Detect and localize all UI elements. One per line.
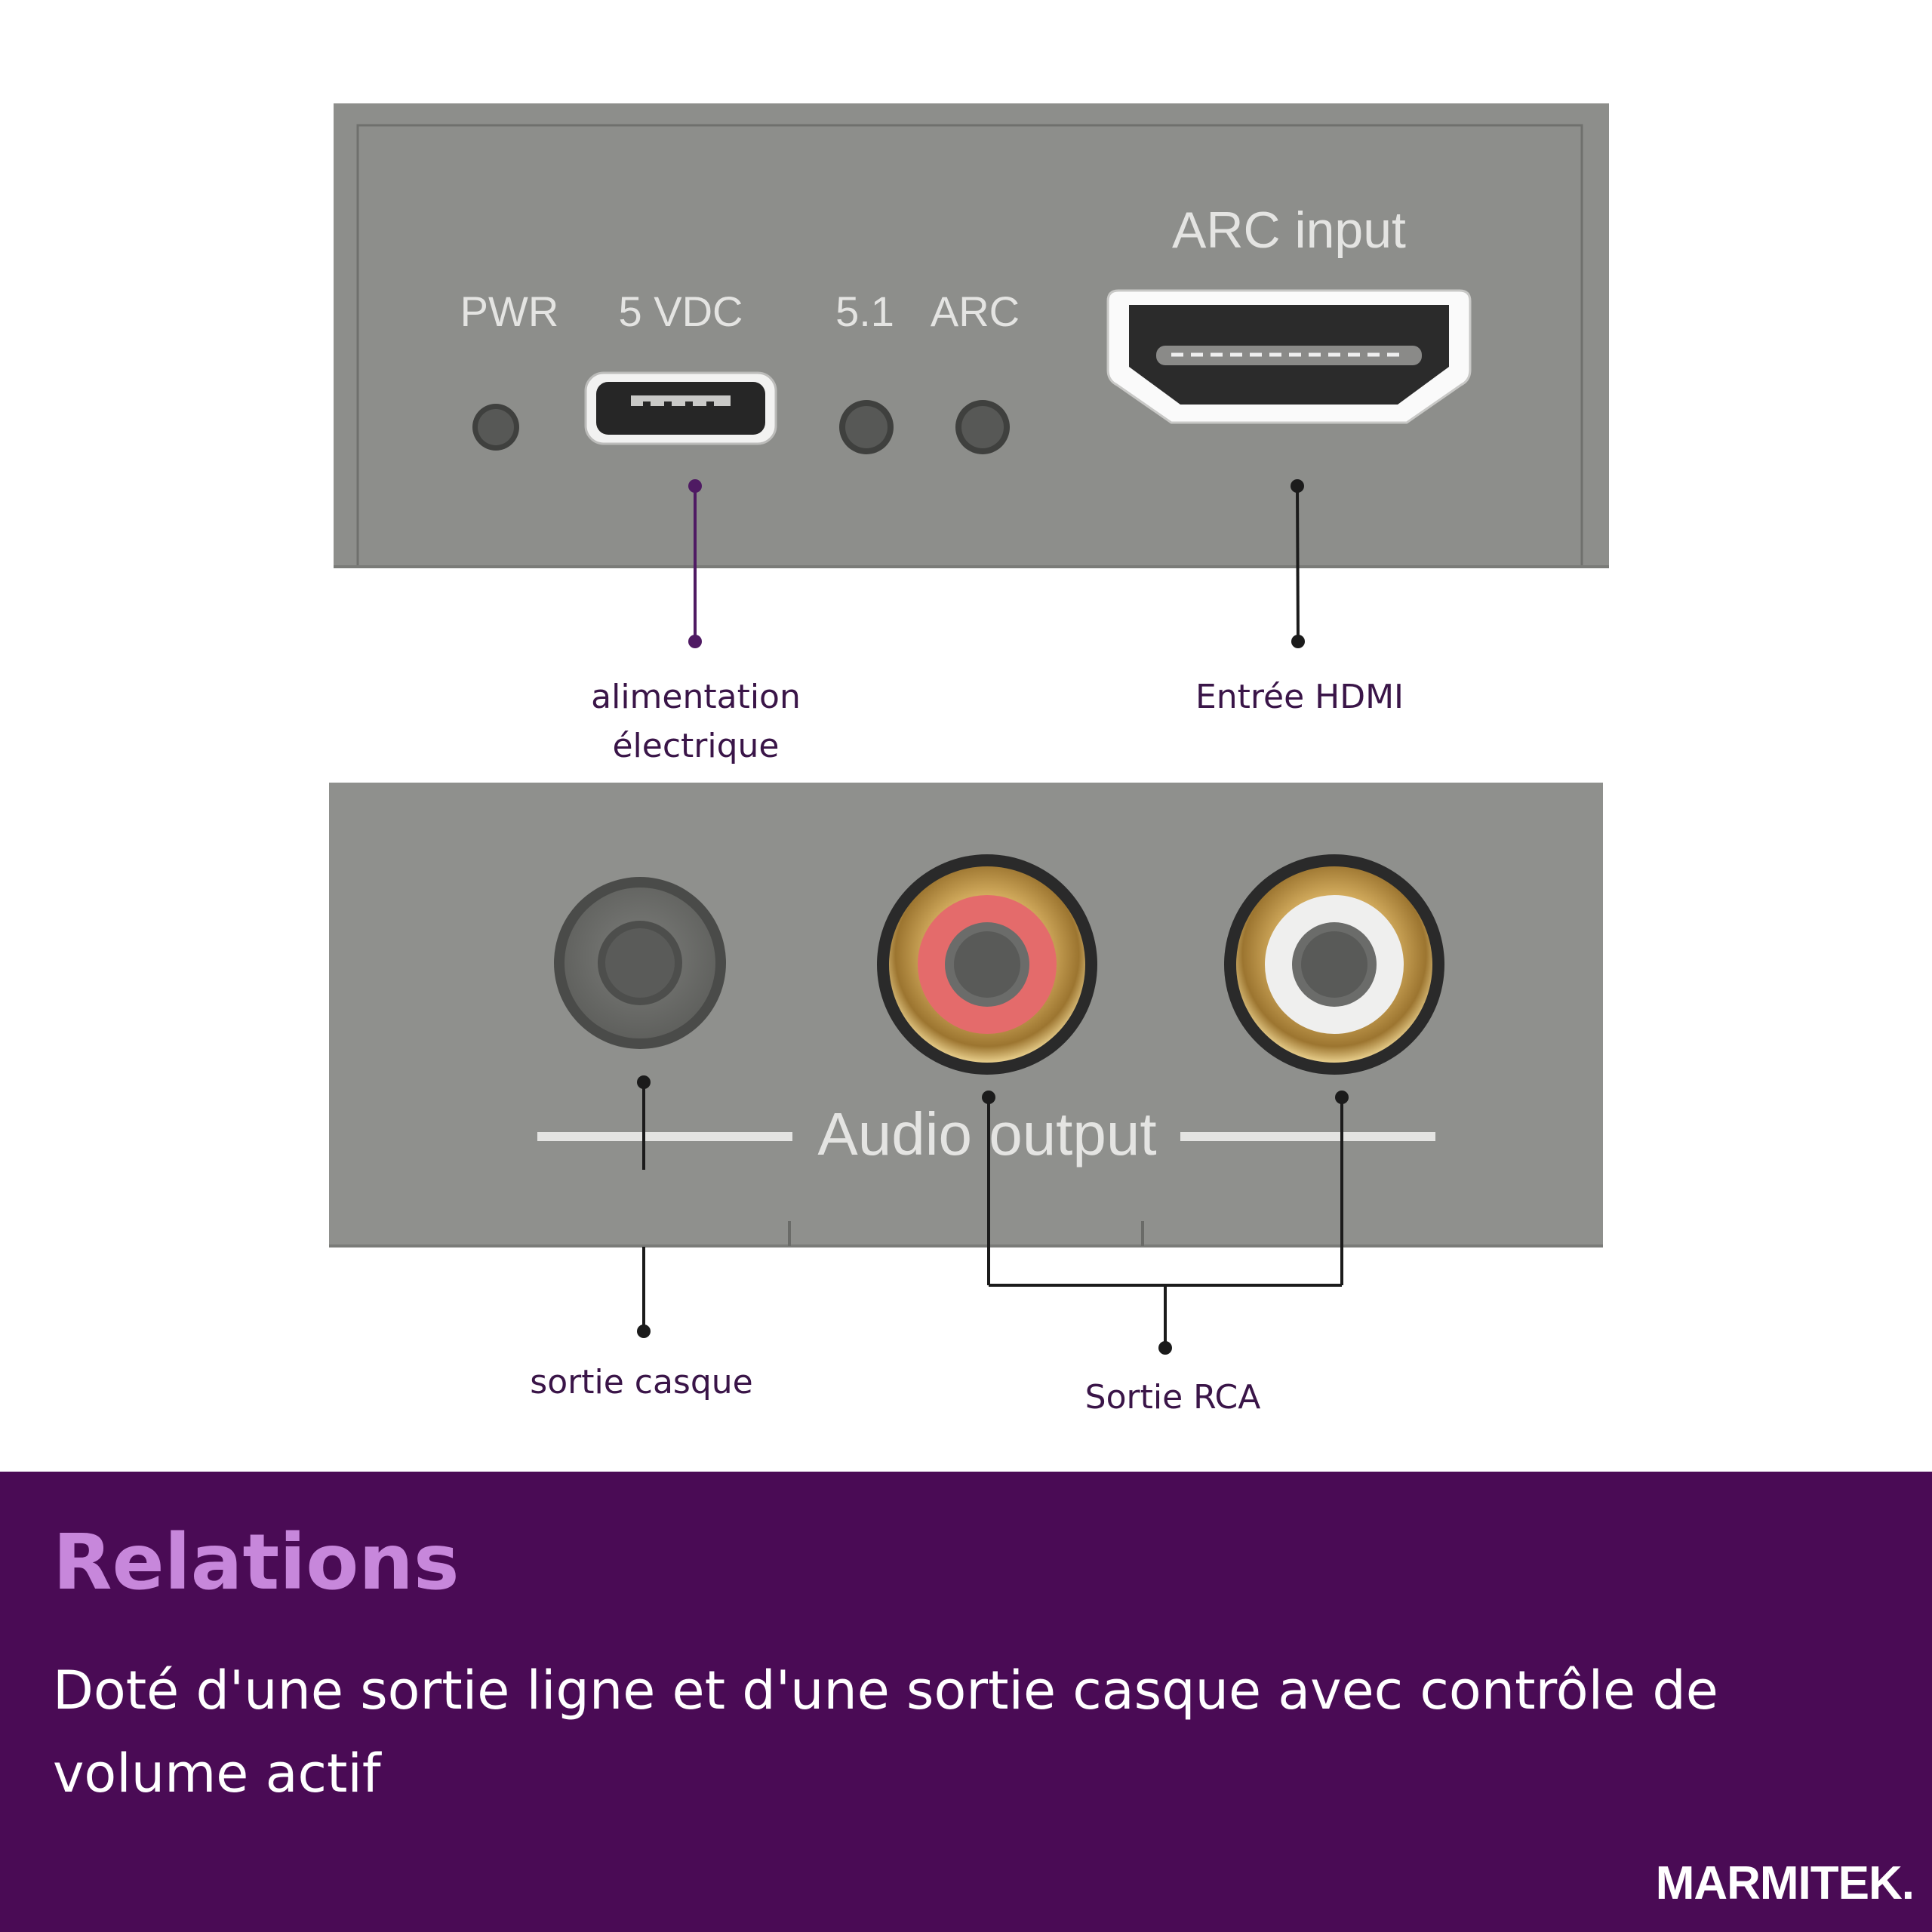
rca-red-jack[interactable] <box>877 854 1097 1075</box>
hdmi-callout-leader <box>1291 479 1305 648</box>
pwr-label: PWR <box>460 288 559 335</box>
headphone-callout-leader <box>637 1075 651 1338</box>
rca-white-jack[interactable] <box>1224 854 1444 1075</box>
hdmi-port[interactable] <box>1106 289 1472 424</box>
device-top-panel: PWR 5 VDC 5.1 ARC ARC input <box>334 103 1609 648</box>
vdc-label: 5 VDC <box>619 288 743 335</box>
arc-label: ARC <box>931 288 1020 335</box>
power-callout-label-line1: alimentation <box>591 678 801 716</box>
micro-usb-port[interactable] <box>584 371 777 445</box>
feature-banner <box>0 1472 1932 1932</box>
rca-callout-label: Sortie RCA <box>1085 1378 1261 1417</box>
arc-led <box>955 400 1010 454</box>
banner-title: Relations <box>53 1518 460 1607</box>
product-illustration: PWR 5 VDC 5.1 ARC ARC input <box>329 103 1609 1417</box>
brand-logo: MARMITEK. <box>1655 1857 1915 1909</box>
hdmi-callout-label: Entrée HDMI <box>1195 678 1404 716</box>
device-bottom-panel: Audio output <box>329 783 1603 1355</box>
headphone-jack[interactable] <box>554 877 726 1049</box>
power-callout-leader <box>688 479 702 648</box>
ch51-led <box>839 400 894 454</box>
headphone-callout-label: sortie casque <box>530 1363 752 1401</box>
power-callout-label-line2: électrique <box>612 727 779 765</box>
rca-callout-leader <box>982 1091 1349 1355</box>
ch51-label: 5.1 <box>835 288 894 335</box>
arc-input-label: ARC input <box>1172 202 1406 259</box>
banner-description: Doté d'une sortie ligne et d'une sortie … <box>53 1660 1718 1804</box>
pwr-led <box>472 404 519 451</box>
